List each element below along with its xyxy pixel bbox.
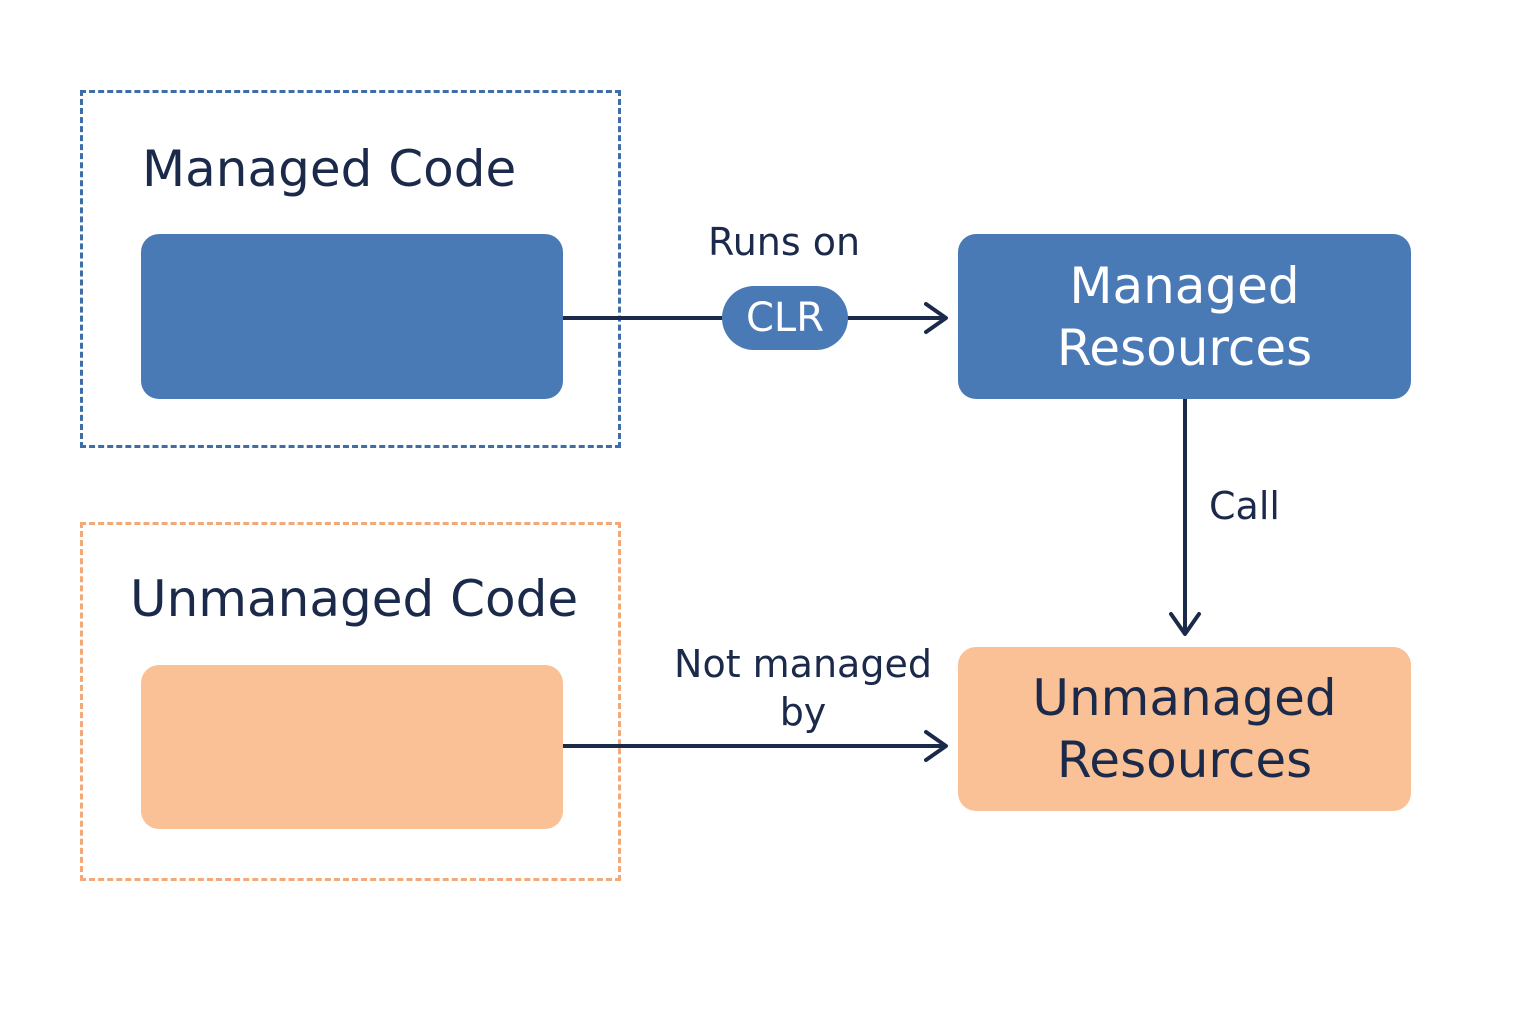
clr-badge[interactable]: CLR bbox=[722, 286, 848, 350]
unmanaged-resources-line-2: Resources bbox=[1056, 731, 1313, 789]
unmanaged-code-group bbox=[80, 522, 621, 881]
not-managed-by-label: Not managed by bbox=[668, 640, 938, 736]
not-managed-by-line-2: by bbox=[779, 690, 827, 734]
unmanaged-resources-node[interactable]: Unmanaged Resources bbox=[958, 647, 1411, 811]
unmanaged-code-title: Unmanaged Code bbox=[130, 570, 579, 628]
managed-resources-node[interactable]: Managed Resources bbox=[958, 234, 1411, 399]
runs-on-arrowhead bbox=[924, 302, 948, 334]
unmanaged-resources-line-1: Unmanaged bbox=[1032, 669, 1337, 727]
managed-code-block[interactable] bbox=[141, 234, 563, 399]
managed-code-group bbox=[80, 90, 621, 448]
managed-resources-line-1: Managed bbox=[1069, 256, 1300, 315]
managed-resources-line-2: Resources bbox=[1056, 318, 1313, 377]
clr-badge-label: CLR bbox=[745, 295, 824, 341]
runs-on-label: Runs on bbox=[708, 220, 861, 264]
not-managed-arrowhead bbox=[924, 730, 948, 762]
managed-code-title: Managed Code bbox=[142, 140, 517, 198]
unmanaged-code-block[interactable] bbox=[141, 665, 563, 829]
call-arrowhead bbox=[1169, 612, 1201, 636]
call-label: Call bbox=[1209, 484, 1280, 528]
not-managed-by-line-1: Not managed bbox=[674, 642, 932, 686]
